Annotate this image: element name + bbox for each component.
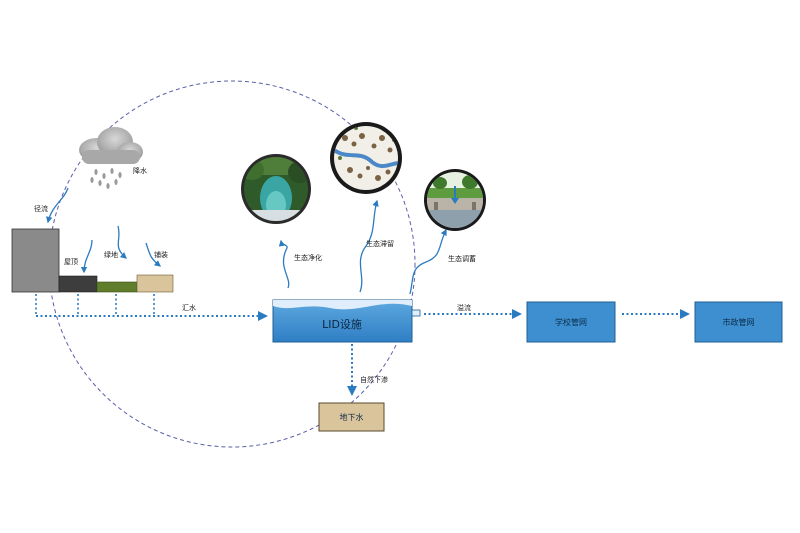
paving-surface	[136, 274, 174, 293]
purify-arrow	[278, 239, 290, 289]
lid-facility-label: LID设施	[322, 318, 362, 331]
regulate-arrow	[409, 228, 447, 295]
rain-to-roof-arrow	[80, 239, 93, 274]
ecological-regulation-photo	[424, 169, 486, 231]
city-network-label: 市政管网	[722, 317, 755, 327]
label-rain: 降水	[133, 167, 147, 175]
ecological-purification-photo	[241, 154, 311, 224]
rain-to-runoff-arrow	[46, 187, 69, 224]
label-overflow: 溢流	[457, 304, 471, 312]
label-runoff: 径流	[34, 205, 48, 213]
green-surface	[96, 281, 138, 293]
groundwater-label: 地下水	[339, 412, 364, 422]
building-block	[11, 228, 60, 293]
rain-drops	[90, 168, 122, 189]
retain-arrow	[359, 199, 379, 293]
label-retain: 生态滞留	[366, 240, 394, 248]
label-paving: 铺装	[154, 251, 168, 259]
label-green: 绿地	[104, 251, 118, 259]
label-collect: 汇水	[182, 304, 196, 312]
school-network-label: 学校管网	[555, 317, 587, 327]
label-infiltrate: 自然下渗	[360, 376, 388, 384]
roof-surface	[58, 275, 98, 293]
rain-to-paving-arrow	[145, 242, 162, 267]
groundwater-box	[318, 402, 385, 432]
rain-cloud-icon	[79, 127, 143, 164]
ecological-retention-photo	[330, 122, 402, 194]
school-pipe-network-box	[526, 301, 616, 343]
lid-facility-box	[272, 299, 421, 343]
label-regulate: 生态调蓄	[448, 255, 476, 263]
city-pipe-network-box	[694, 301, 783, 343]
label-purify: 生态净化	[294, 254, 322, 262]
rain-to-green-arrow	[117, 225, 127, 259]
label-roof: 屋顶	[64, 258, 78, 266]
